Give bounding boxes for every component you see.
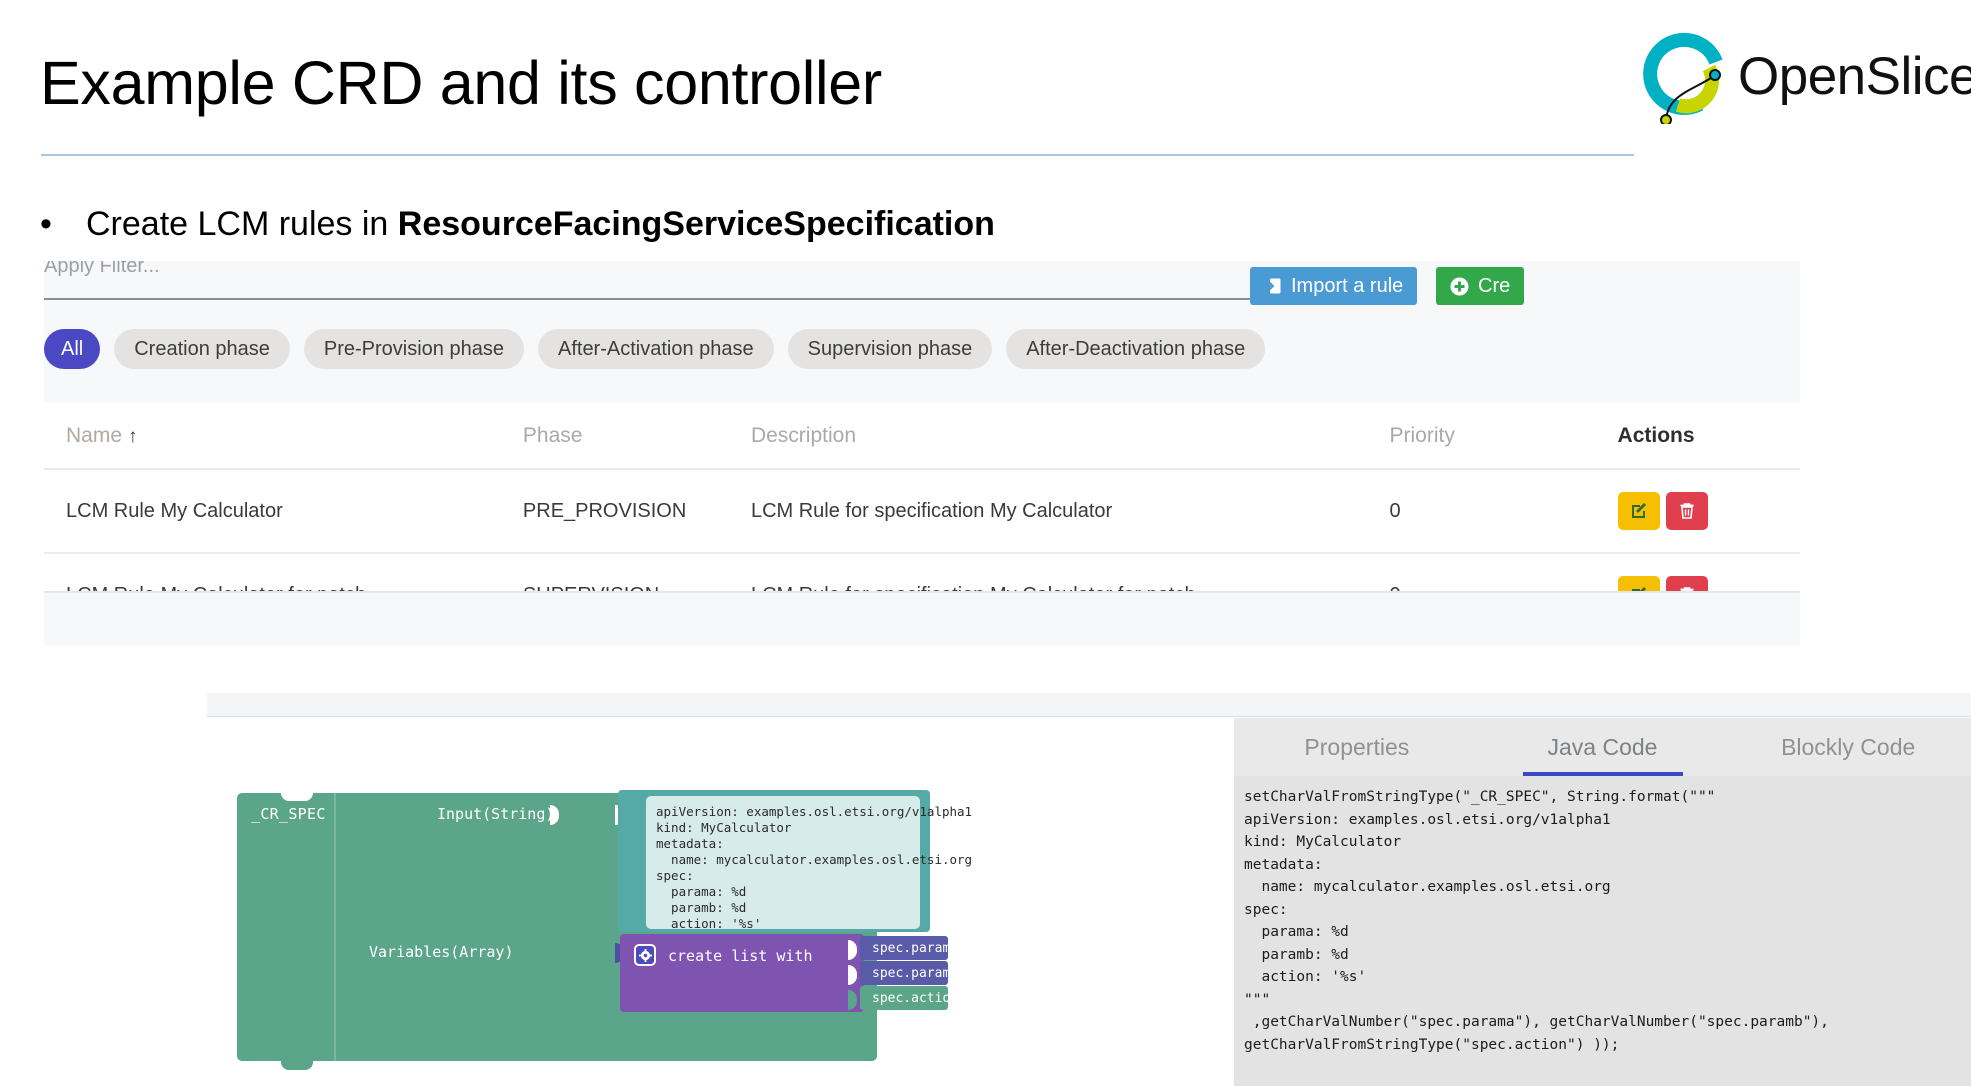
socket-variables-icon <box>615 943 624 963</box>
block-notch-bottom-icon <box>281 1060 313 1070</box>
chip-pre-provision-phase-label: Pre-Provision phase <box>323 337 504 360</box>
sort-ascending-icon: ↑ <box>128 426 138 447</box>
edit-pencil-icon <box>1631 503 1646 518</box>
tab-properties[interactable]: Properties <box>1304 734 1410 760</box>
block-create-list-with[interactable]: create list with <box>620 934 864 1012</box>
bullet-marker: • <box>40 205 52 243</box>
bullet-text: Create LCM rules in ResourceFacingServic… <box>86 205 995 244</box>
chip-after-deactivation-phase-label: After-Deactivation phase <box>1026 337 1246 360</box>
chip-all[interactable]: All <box>44 329 101 369</box>
blockly-canvas[interactable]: _CR_SPEC Input(String) Variables(Array) … <box>207 718 1234 1086</box>
title-divider <box>41 154 1634 156</box>
chip-after-activation-phase-label: After-Activation phase <box>557 337 754 360</box>
chip-after-activation-phase[interactable]: After-Activation phase <box>537 329 774 369</box>
chip-after-deactivation-phase[interactable]: After-Deactivation phase <box>1006 329 1266 369</box>
column-header-description[interactable]: Description <box>750 402 1390 470</box>
block-spec-action[interactable]: spec.action <box>860 986 958 1010</box>
block-input-string-label: Input(String) <box>437 805 555 823</box>
gear-glyph-icon <box>638 948 652 962</box>
chip-supervision-phase-label: Supervision phase <box>807 337 973 360</box>
code-panel-tabs: Properties Java Code Blockly Code <box>1234 718 1971 776</box>
chip-creation-phase-label: Creation phase <box>134 337 270 360</box>
chip-supervision-phase[interactable]: Supervision phase <box>787 329 993 369</box>
table-footer <box>44 591 1800 646</box>
logo-text: OpenSlice <box>1738 47 1971 106</box>
edit-rule-button[interactable] <box>1617 492 1660 530</box>
create-rule-button[interactable]: Cre <box>1436 267 1525 305</box>
cell-name: LCM Rule My Calculator <box>44 469 523 554</box>
table-header-row: Name↑ Phase Description Priority Actions <box>44 402 1800 470</box>
cell-priority: 0 <box>1389 469 1618 554</box>
cell-actions <box>1617 469 1800 554</box>
java-code-content: setCharValFromStringType("_CR_SPEC", Str… <box>1244 789 1829 1053</box>
cell-description: LCM Rule for specification My Calculator <box>750 469 1390 554</box>
code-panel: Properties Java Code Blockly Code setCha… <box>1234 718 1971 1086</box>
tab-blockly-code[interactable]: Blockly Code <box>1781 734 1916 760</box>
blockly-editor: _CR_SPEC Input(String) Variables(Array) … <box>207 693 1971 1086</box>
column-header-priority[interactable]: Priority <box>1389 402 1618 470</box>
plus-circle-icon <box>1450 277 1469 295</box>
table-row[interactable]: LCM Rule My Calculator PRE_PROVISION LCM… <box>44 469 1800 554</box>
block-divider <box>334 793 336 1061</box>
column-header-name[interactable]: Name↑ <box>44 402 523 470</box>
bullet-item: • Create LCM rules in ResourceFacingServ… <box>40 205 995 244</box>
socket-list-item-2-icon <box>848 990 857 1010</box>
column-header-name-label: Name <box>66 424 123 447</box>
bullet-text-plain: Create LCM rules in <box>86 205 398 243</box>
chip-pre-provision-phase[interactable]: Pre-Provision phase <box>303 329 524 369</box>
bullet-text-bold: ResourceFacingServiceSpecification <box>397 205 995 243</box>
block-yaml-text[interactable]: apiVersion: examples.osl.etsi.org/v1alph… <box>618 790 973 932</box>
socket-list-item-0-icon <box>848 940 857 960</box>
block-spec-parama[interactable]: spec.parama <box>860 936 958 960</box>
filter-input-underline <box>44 298 1289 300</box>
lcm-rules-panel: Apply Filter... Import a rule Cre All <box>44 261 1800 646</box>
filter-input[interactable]: Apply Filter... <box>44 261 160 277</box>
filter-zone: Apply Filter... Import a rule Cre <box>44 261 1800 317</box>
import-icon <box>1265 278 1281 294</box>
block-yaml-field[interactable]: apiVersion: examples.osl.etsi.org/v1alph… <box>646 796 973 931</box>
block-notch-top-icon <box>281 792 313 801</box>
code-panel-body: setCharValFromStringType("_CR_SPEC", Str… <box>1234 776 1971 1056</box>
chip-creation-phase[interactable]: Creation phase <box>114 329 290 369</box>
phase-filter-chips: All Creation phase Pre-Provision phase A… <box>44 329 1266 369</box>
column-header-actions: Actions <box>1617 402 1800 470</box>
tab-java-code[interactable]: Java Code <box>1480 718 1726 776</box>
block-variables-array-label: Variables(Array) <box>369 943 514 961</box>
socket-input-icon <box>550 805 559 825</box>
gear-icon[interactable] <box>634 944 656 966</box>
column-header-phase[interactable]: Phase <box>522 402 751 470</box>
delete-rule-button[interactable] <box>1665 492 1708 530</box>
trash-icon <box>1680 503 1694 519</box>
editor-toolbar <box>207 693 1971 717</box>
import-rule-label: Import a rule <box>1291 274 1404 297</box>
block-yaml-content: apiVersion: examples.osl.etsi.org/v1alph… <box>656 804 973 931</box>
block-cr-spec-label: _CR_SPEC <box>251 805 326 823</box>
openslice-logo: OpenSlice <box>1638 22 1971 132</box>
block-spec-paramb[interactable]: spec.paramb <box>860 961 958 985</box>
create-rule-label: Cre <box>1478 274 1511 297</box>
page-title: Example CRD and its controller <box>40 49 882 117</box>
socket-list-item-1-icon <box>848 965 857 985</box>
block-create-list-label: create list with <box>668 947 813 965</box>
chip-all-label: All <box>61 337 84 360</box>
openslice-logo-icon <box>1643 32 1723 124</box>
cell-phase: PRE_PROVISION <box>522 469 751 554</box>
import-rule-button[interactable]: Import a rule <box>1250 267 1418 305</box>
